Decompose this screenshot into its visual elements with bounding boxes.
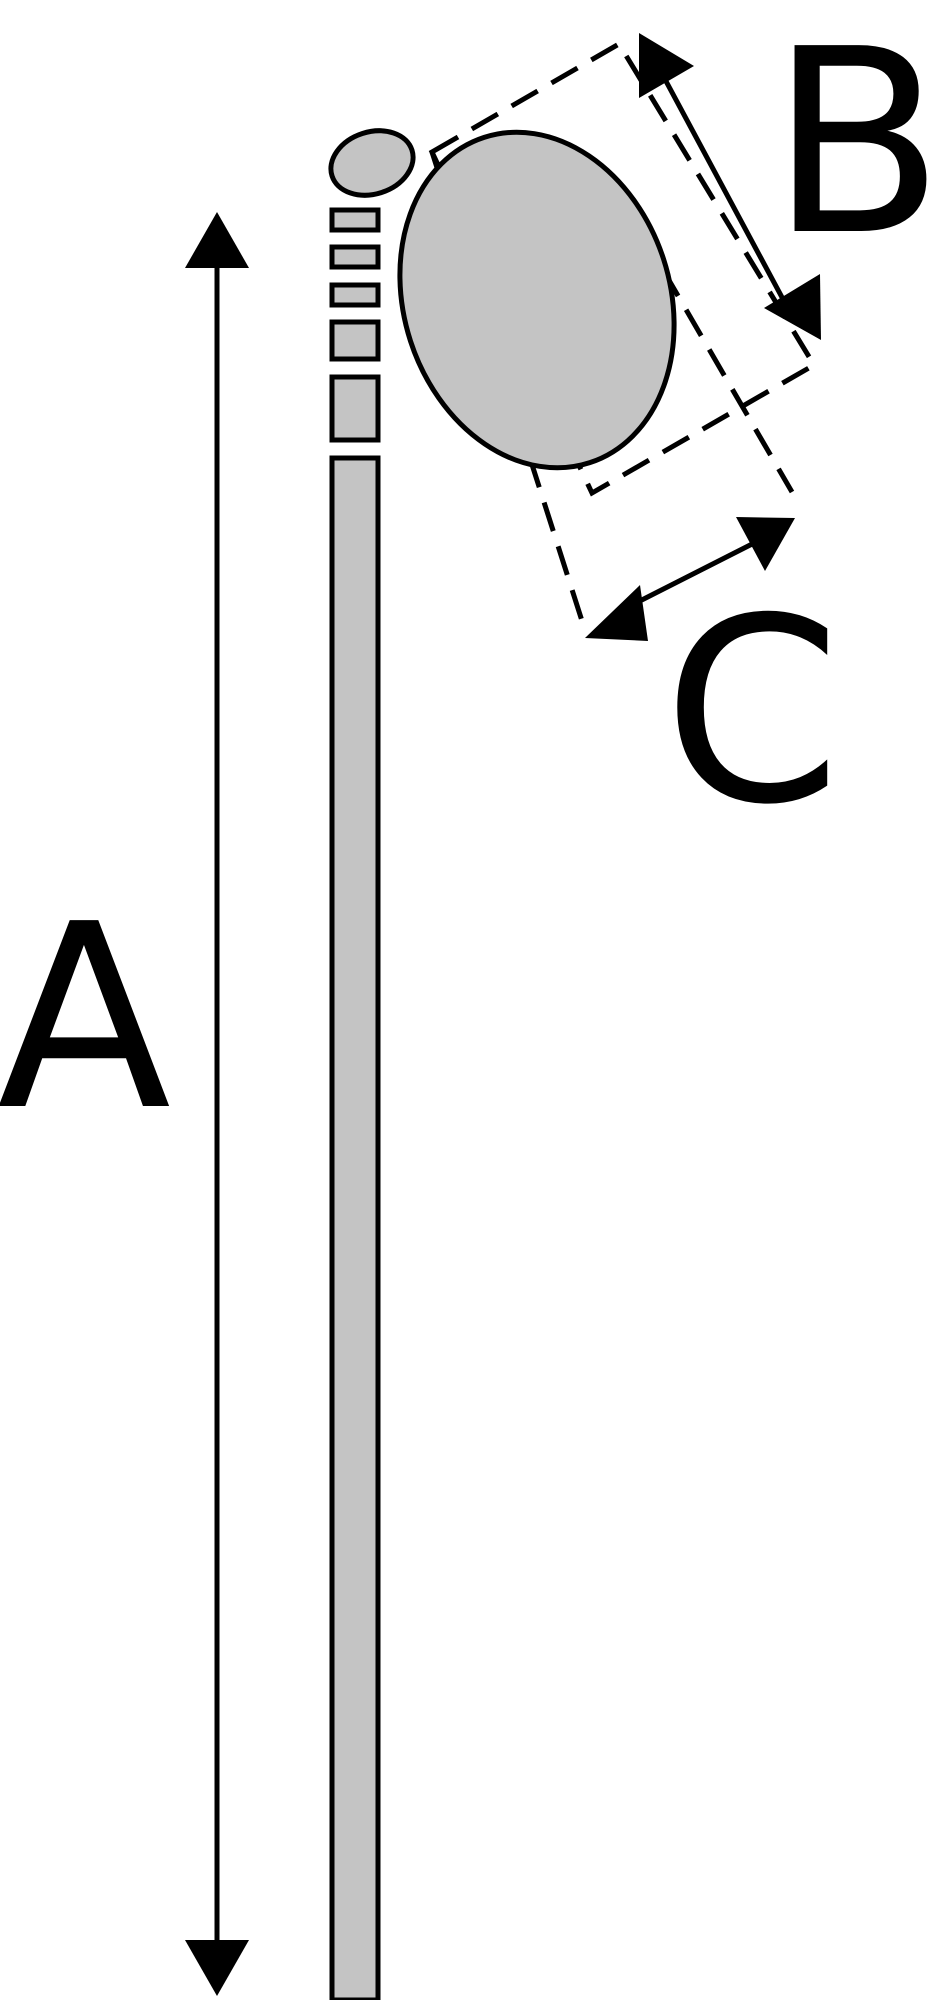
dimension-b-bottom-arrowhead	[764, 274, 821, 340]
dimension-b-top-arrowhead	[639, 33, 694, 98]
dimension-b-label: B	[770, 0, 938, 292]
dimension-a-label: A	[0, 870, 171, 1167]
guide-line-right	[660, 268, 795, 494]
dimension-b-arrow	[639, 33, 821, 340]
shaft-segment	[329, 374, 381, 443]
large-ellipse	[397, 129, 677, 471]
dimension-c-left-arrowhead	[585, 585, 648, 641]
dimension-c-label: C	[663, 564, 841, 861]
shaft-main-segment	[329, 455, 381, 2000]
dimension-a-bottom-arrowhead	[185, 1940, 249, 1996]
dimension-b-line	[657, 68, 795, 318]
shaft-segment	[329, 319, 381, 362]
shaft-segment	[329, 207, 381, 233]
dimension-c-line	[626, 537, 762, 610]
dimension-a-arrow	[185, 212, 249, 1996]
dimension-c-right-arrowhead	[736, 517, 795, 571]
dimension-c-arrow	[585, 517, 795, 641]
shaft-segment	[329, 282, 381, 308]
small-ellipse	[328, 128, 416, 198]
shaft	[329, 207, 381, 2000]
dimension-a-top-arrowhead	[185, 212, 249, 268]
shaft-segment	[329, 244, 381, 270]
